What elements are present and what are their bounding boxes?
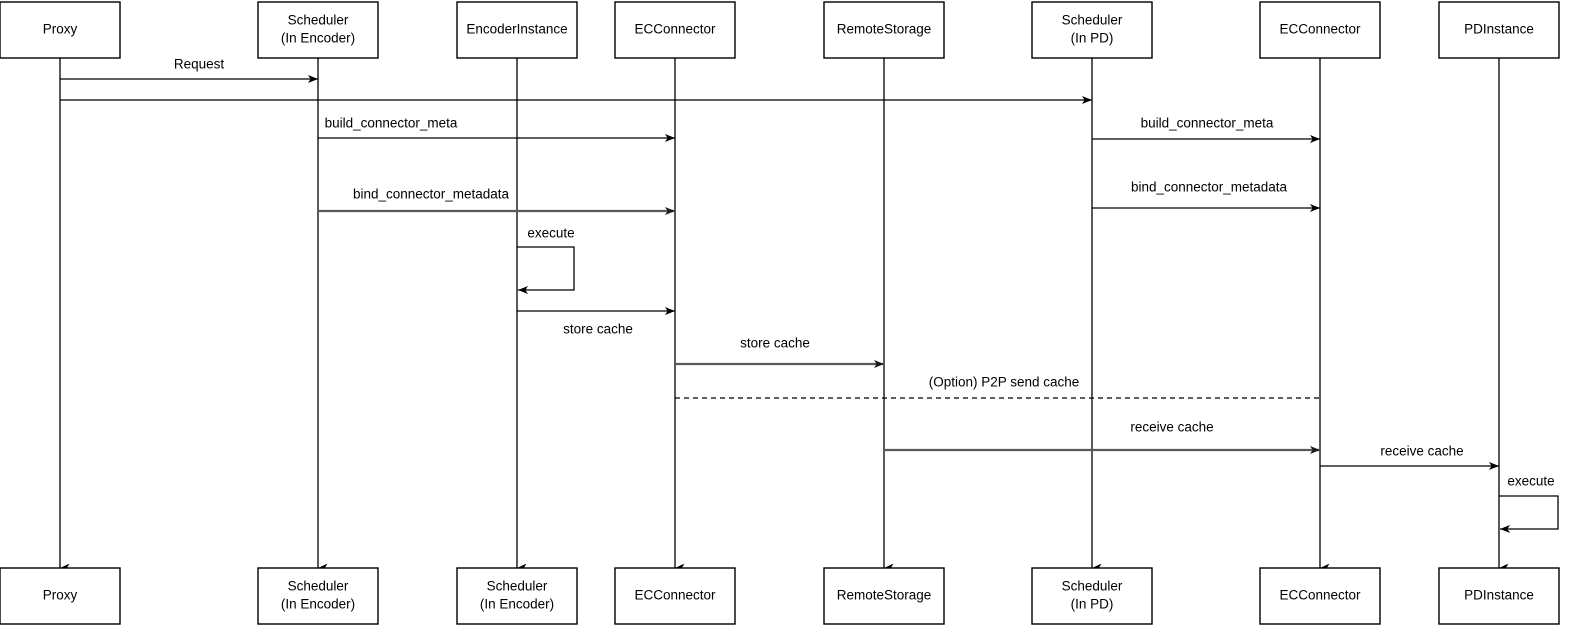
header-box-pd_inst: PDInstance	[1438, 1, 1560, 59]
header-box-rect-encoder_inst	[456, 1, 578, 59]
footer-box-ec_right: ECConnector	[1259, 567, 1381, 625]
header-box-encoder_inst: EncoderInstance	[456, 1, 578, 59]
header-box-label-sched_encoder: Scheduler	[288, 13, 349, 28]
message-label-m5: bind_connector_metadata	[353, 187, 510, 202]
footer-box-rect-ec_right	[1259, 567, 1381, 625]
header-box-sched_pd: Scheduler (In PD)	[1031, 1, 1153, 59]
self-message-label-s2: execute	[1507, 474, 1554, 489]
message-label-m10: receive cache	[1130, 420, 1213, 435]
footer-box-rect-pd_inst	[1438, 567, 1560, 625]
header-box-proxy: Proxy	[0, 1, 121, 59]
header-box-remote_storage: RemoteStorage	[823, 1, 945, 59]
message-label-m9: (Option) P2P send cache	[929, 375, 1080, 390]
footer-box-label-remote_storage: RemoteStorage	[837, 588, 932, 603]
message-label-m1: Request	[174, 57, 225, 72]
message-label-m4: build_connector_meta	[1141, 116, 1274, 131]
footer-box-sublabel-sched_pd: (In PD)	[1071, 597, 1114, 612]
footer-box-rect-sched_pd	[1031, 567, 1153, 625]
footer-box-label-ec_left: ECConnector	[634, 588, 716, 603]
footer-box-sublabel-sched_encoder: (In Encoder)	[281, 597, 355, 612]
header-box-rect-sched_pd	[1031, 1, 1153, 59]
lifelines-layer	[59, 58, 1509, 573]
header-box-sched_encoder: Scheduler (In Encoder)	[257, 1, 379, 59]
footer-box-sched_encoder: Scheduler (In Encoder)	[257, 567, 379, 625]
footer-box-label-ec_right: ECConnector	[1279, 588, 1361, 603]
message-label-m3: build_connector_meta	[325, 116, 458, 131]
footer-box-encoder_inst: Scheduler (In Encoder)	[456, 567, 578, 625]
header-box-label-pd_inst: PDInstance	[1464, 22, 1534, 37]
message-m10: receive cache	[884, 420, 1320, 454]
footer-box-proxy: Proxy	[0, 567, 121, 625]
footer-box-pd_inst: PDInstance	[1438, 567, 1560, 625]
footer-box-rect-sched_encoder	[257, 567, 379, 625]
footer-box-ec_left: ECConnector	[614, 567, 736, 625]
footer-box-rect-remote_storage	[823, 567, 945, 625]
footer-box-label-pd_inst: PDInstance	[1464, 588, 1534, 603]
header-box-sublabel-sched_encoder: (In Encoder)	[281, 31, 355, 46]
self-message-label-s1: execute	[527, 226, 574, 241]
message-m4: build_connector_meta	[1092, 116, 1320, 143]
message-label-m11: receive cache	[1380, 444, 1463, 459]
message-m7: store cache	[517, 307, 675, 337]
header-box-rect-sched_encoder	[257, 1, 379, 59]
header-box-label-remote_storage: RemoteStorage	[837, 22, 932, 37]
message-m11: receive cache	[1320, 444, 1499, 470]
header-box-label-ec_right: ECConnector	[1279, 22, 1361, 37]
footer-box-rect-encoder_inst	[456, 567, 578, 625]
self-message-s2: execute	[1499, 474, 1559, 533]
footer-box-sublabel-encoder_inst: (In Encoder)	[480, 597, 554, 612]
message-m9: (Option) P2P send cache	[675, 375, 1320, 399]
header-box-label-sched_pd: Scheduler	[1062, 13, 1123, 28]
message-label-m6: bind_connector_metadata	[1131, 180, 1288, 195]
header-box-rect-proxy	[0, 1, 121, 59]
footer-box-rect-proxy	[0, 567, 121, 625]
self-message-path-s1	[517, 246, 575, 294]
header-box-rect-ec_left	[614, 1, 736, 59]
self-message-path-s2	[1499, 495, 1559, 533]
footer-box-remote_storage: RemoteStorage	[823, 567, 945, 625]
message-m1: Request	[60, 57, 318, 83]
message-m3: build_connector_meta	[318, 116, 675, 142]
header-box-rect-remote_storage	[823, 1, 945, 59]
header-box-label-proxy: Proxy	[43, 22, 78, 37]
footer-box-label-sched_encoder: Scheduler	[288, 579, 349, 594]
message-m6: bind_connector_metadata	[1092, 180, 1320, 212]
header-box-rect-ec_right	[1259, 1, 1381, 59]
footer-box-label-sched_pd: Scheduler	[1062, 579, 1123, 594]
footer-box-rect-ec_left	[614, 567, 736, 625]
header-box-label-encoder_inst: EncoderInstance	[466, 22, 567, 37]
message-label-m8: store cache	[740, 336, 810, 351]
footer-box-label-encoder_inst: Scheduler	[487, 579, 548, 594]
header-box-rect-pd_inst	[1438, 1, 1560, 59]
message-m8: store cache	[675, 336, 884, 368]
footer-box-sched_pd: Scheduler (In PD)	[1031, 567, 1153, 625]
header-box-ec_left: ECConnector	[614, 1, 736, 59]
header-box-ec_right: ECConnector	[1259, 1, 1381, 59]
header-box-label-ec_left: ECConnector	[634, 22, 716, 37]
message-m5: bind_connector_metadata	[318, 187, 675, 215]
message-label-m7: store cache	[563, 322, 633, 337]
self-message-s1: execute	[517, 226, 575, 294]
messages-layer: Request build_connector_meta build_connect…	[60, 57, 1499, 470]
self-messages-layer: execute execute	[517, 226, 1559, 533]
footer-box-label-proxy: Proxy	[43, 588, 78, 603]
header-box-sublabel-sched_pd: (In PD)	[1071, 31, 1114, 46]
